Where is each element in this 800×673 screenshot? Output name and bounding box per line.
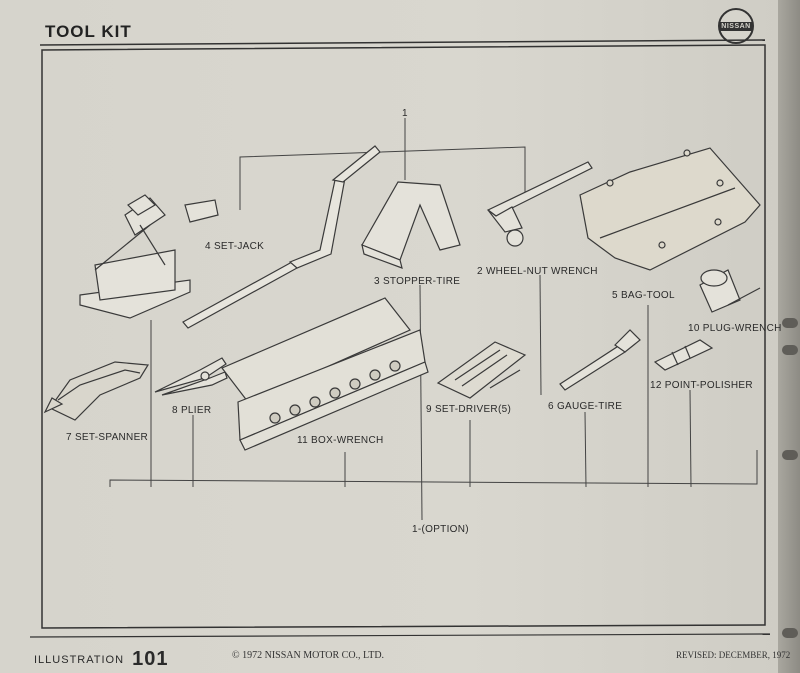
point-polisher-illustration (653, 339, 714, 371)
illustration-label: ILLUSTRATION (34, 654, 125, 666)
jack-illustration (79, 194, 219, 319)
page-title: TOOL KIT (45, 22, 132, 41)
callout-1: 1 (402, 108, 408, 119)
label-bag-tool: 5 BAG-TOOL (612, 290, 675, 301)
nissan-logo: NISSAN (718, 8, 754, 44)
logo-text: NISSAN (719, 21, 753, 31)
illustration-caption: ILLUSTRATION 101 (34, 648, 168, 671)
label-set-spanner: 7 SET-SPANNER (66, 432, 148, 443)
label-plug-wrench: 10 PLUG-WRENCH (688, 323, 782, 334)
label-set-driver: 9 SET-DRIVER(5) (426, 404, 511, 415)
binder-ring (782, 345, 798, 355)
set-driver-illustration (436, 341, 527, 399)
frame-border (41, 44, 766, 629)
binder-edge (778, 0, 800, 673)
binder-ring (782, 628, 798, 638)
plier-illustration (154, 357, 228, 396)
label-plier: 8 PLIER (172, 405, 211, 416)
copyright-notice: © 1972 NISSAN MOTOR CO., LTD. (232, 650, 385, 661)
label-gauge-tire: 6 GAUGE-TIRE (548, 401, 622, 412)
header-rule (39, 39, 766, 46)
bag-tool-illustration (579, 147, 761, 271)
footer-rule (29, 633, 771, 638)
binder-ring (782, 450, 798, 460)
tire-gauge-illustration (559, 329, 641, 391)
plug-wrench-illustration (699, 269, 761, 313)
stopper-tire-illustration (361, 181, 461, 269)
wheel-nut-wrench-illustration (486, 161, 593, 247)
jack-handle-illustration (182, 145, 381, 329)
label-point-polisher: 12 POINT-POLISHER (650, 380, 753, 391)
label-option: 1-(OPTION) (412, 524, 469, 535)
illustration-number: 101 (132, 648, 169, 670)
leader-lines (109, 118, 758, 521)
binder-ring (782, 318, 798, 328)
label-wheel-nut-wrench: 2 WHEEL-NUT WRENCH (477, 266, 598, 277)
spanner-set-illustration (43, 361, 150, 421)
revision-date: REVISED: DECEMBER, 1972 (676, 650, 791, 660)
label-set-jack: 4 SET-JACK (205, 241, 264, 252)
label-stopper-tire: 3 STOPPER-TIRE (374, 276, 460, 287)
label-box-wrench: 11 BOX-WRENCH (297, 435, 384, 446)
box-wrench-case-illustration (221, 297, 429, 451)
